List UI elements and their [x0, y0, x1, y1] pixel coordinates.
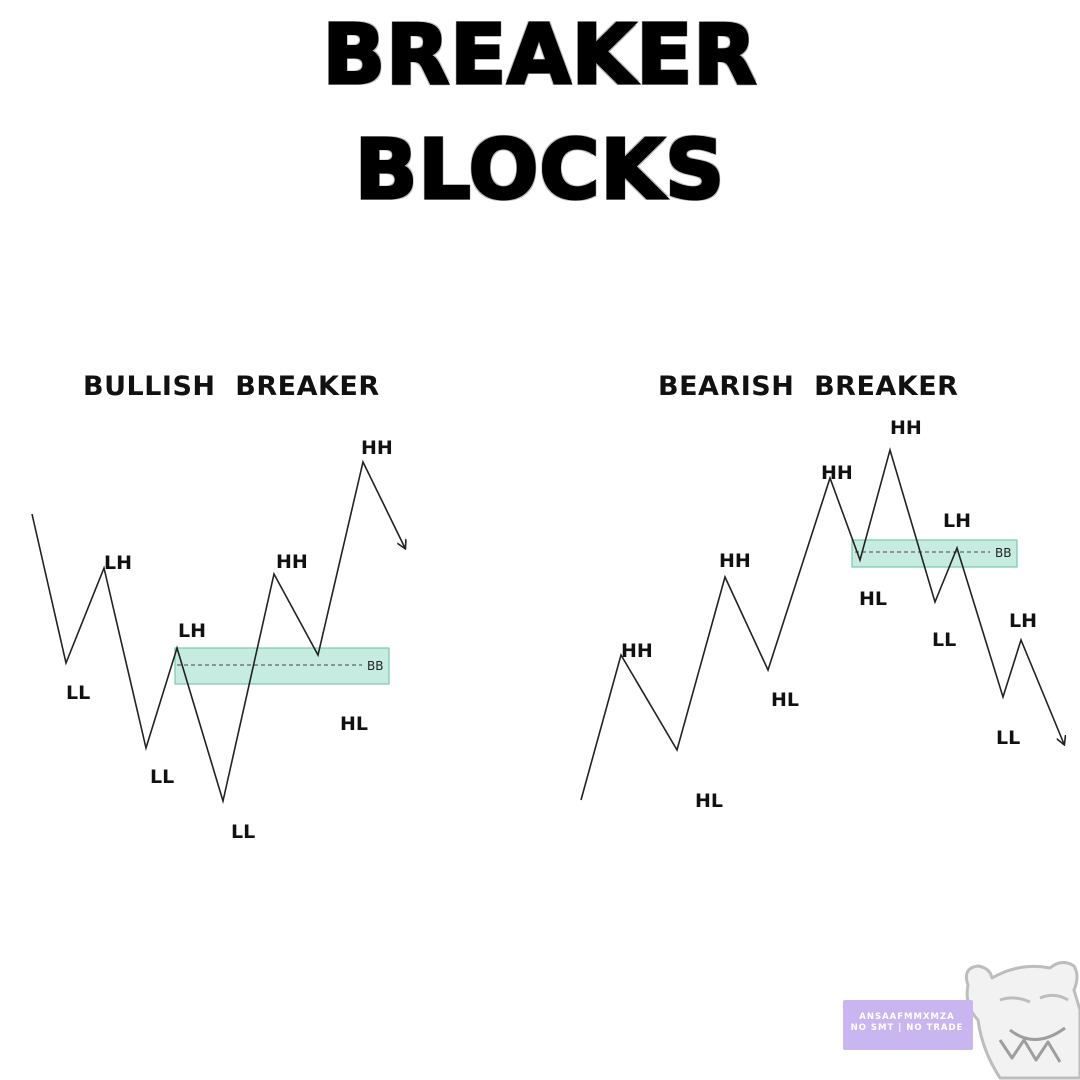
- bearish-label-ll: LL: [996, 727, 1020, 749]
- bullish-label-hh: HH: [276, 551, 308, 573]
- bearish-label-hl: HL: [695, 790, 723, 812]
- title-line-1: BREAKER: [321, 8, 758, 103]
- bullish-breaker-zone: [174, 647, 390, 685]
- bearish-label-hh: HH: [621, 640, 653, 662]
- bearish-label-hl: HL: [771, 689, 799, 711]
- bullish-price-path: [31, 459, 405, 805]
- bearish-diagram: BB HH HL HH HL HH HL HH LH LL LH LL: [580, 417, 1064, 812]
- bearish-label-ll: LL: [932, 629, 956, 651]
- bearish-label-hh: HH: [890, 417, 922, 439]
- bullish-zone-label: BB: [367, 659, 383, 673]
- bearish-label-lh: LH: [1009, 610, 1037, 632]
- watermark-name: ANSAAFMMXMZA: [859, 1012, 955, 1022]
- bullish-diagram: BB LH LL LL LH LL HH HL HH: [31, 437, 405, 843]
- bullish-label-ll: LL: [150, 766, 174, 788]
- bullish-label-hh: HH: [361, 437, 393, 459]
- bearish-zone-label: BB: [995, 546, 1011, 560]
- watermark-band: [843, 1000, 973, 1050]
- bearish-label-lh: LH: [943, 510, 971, 532]
- bullish-label-hl: HL: [340, 713, 368, 735]
- bear-head-icon: [964, 961, 1080, 1080]
- bullish-label-lh: LH: [104, 552, 132, 574]
- bearish-price-path: [580, 447, 1064, 801]
- bearish-label-hl: HL: [859, 588, 887, 610]
- bearish-label-hh: HH: [821, 462, 853, 484]
- bearish-breaker-title: BEARISH BREAKER: [658, 371, 959, 402]
- bearish-label-hh: HH: [719, 550, 751, 572]
- title-line-2: BLOCKS: [353, 123, 726, 218]
- bullish-label-ll: LL: [66, 682, 90, 704]
- bullish-label-ll: LL: [231, 821, 255, 843]
- bullish-breaker-title: BULLISH BREAKER: [83, 371, 380, 402]
- watermark-tagline: NO SMT | NO TRADE: [850, 1023, 964, 1033]
- bullish-label-lh: LH: [178, 620, 206, 642]
- bearish-breaker-zone: [851, 539, 1018, 568]
